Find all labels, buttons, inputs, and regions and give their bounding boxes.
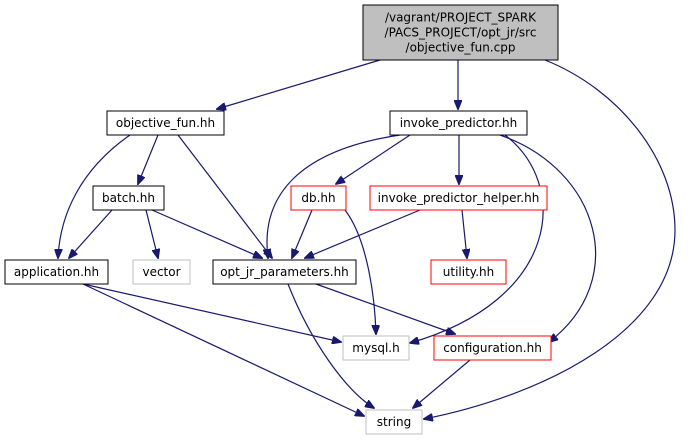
edge-invoke_predictor_helper_hh-to-utility_hh — [461, 209, 467, 258]
node-label-line: application.hh — [14, 265, 99, 279]
node-label-line: /objective_fun.cpp — [406, 41, 516, 55]
node-box — [212, 259, 357, 285]
edge-db_hh-to-mysql_h — [344, 209, 376, 334]
node-box — [4, 259, 109, 285]
edge-application_hh-to-string — [82, 283, 364, 416]
edge-opt_jr_parameters_hh-to-configuration_hh — [315, 283, 455, 334]
node-label-line: batch.hh — [102, 191, 155, 205]
edge-application_hh-to-mysql_h — [82, 283, 341, 342]
nodes-layer: /vagrant/PROJECT_SPARK/PACS_PROJECT/opt_… — [4, 4, 559, 435]
node-label-line: mysql.h — [352, 341, 399, 355]
node-label-line: utility.hh — [443, 265, 494, 279]
node-label-line: db.hh — [301, 191, 335, 205]
node-batch-hh[interactable]: batch.hh — [92, 185, 165, 211]
node-label-line: vector — [142, 265, 180, 279]
edge-invoke_predictor_helper_hh-to-opt_jr_parameters_hh — [305, 209, 421, 258]
edges-layer — [58, 59, 676, 419]
node-box — [430, 259, 507, 285]
node-box — [365, 409, 423, 435]
edge-objective_fun_hh-to-opt_jr_parameters_hh — [177, 134, 272, 258]
edge-invoke_predictor_hh-to-opt_jr_parameters_hh — [267, 134, 401, 258]
edge-invoke_predictor_hh-to-db_hh — [336, 134, 411, 184]
node-label-line: invoke_predictor.hh — [400, 116, 517, 130]
edge-db_hh-to-opt_jr_parameters_hh — [292, 209, 313, 258]
node-box — [389, 110, 528, 136]
edge-objective_fun_hh-to-batch_hh — [138, 134, 159, 184]
node-invoke-predictor-hh[interactable]: invoke_predictor.hh — [389, 110, 528, 136]
node-root[interactable]: /vagrant/PROJECT_SPARK/PACS_PROJECT/opt_… — [362, 4, 559, 61]
edge-root-to-objective_fun_hh — [217, 59, 381, 109]
edge-invoke_predictor_hh-to-mysql_h — [410, 134, 544, 343]
node-string[interactable]: string — [365, 409, 423, 435]
node-label-line: invoke_predictor_helper.hh — [378, 191, 540, 205]
node-label-line: /vagrant/PROJECT_SPARK — [385, 11, 537, 25]
node-opt-jr-parameters-hh[interactable]: opt_jr_parameters.hh — [212, 259, 357, 285]
node-vector[interactable]: vector — [132, 259, 191, 285]
node-configuration-hh[interactable]: configuration.hh — [433, 335, 552, 361]
edge-batch_hh-to-opt_jr_parameters_hh — [151, 209, 262, 258]
edge-invoke_predictor_hh-to-configuration_hh — [499, 134, 597, 342]
edge-batch_hh-to-application_hh — [69, 209, 113, 258]
node-label-line: opt_jr_parameters.hh — [220, 265, 349, 279]
node-label-line: configuration.hh — [443, 341, 542, 355]
node-box — [106, 110, 225, 136]
node-db-hh[interactable]: db.hh — [290, 185, 347, 211]
node-label-line: /PACS_PROJECT/opt_jr/src — [385, 26, 537, 40]
node-utility-hh[interactable]: utility.hh — [430, 259, 507, 285]
node-label-line: string — [377, 415, 411, 429]
edge-opt_jr_parameters_hh-to-string — [287, 283, 374, 408]
node-box — [369, 185, 548, 211]
node-box — [342, 335, 410, 361]
node-invoke-predictor-helper-hh[interactable]: invoke_predictor_helper.hh — [369, 185, 548, 211]
node-box — [92, 185, 165, 211]
edge-root-to-string — [424, 59, 676, 419]
edge-batch_hh-to-vector — [145, 209, 158, 258]
node-box — [132, 259, 191, 285]
node-objective-fun-hh[interactable]: objective_fun.hh — [106, 110, 225, 136]
node-label-line: objective_fun.hh — [116, 116, 215, 130]
edge-objective_fun_hh-to-application_hh — [58, 134, 131, 258]
edge-configuration_hh-to-string — [413, 359, 471, 408]
node-mysql-h[interactable]: mysql.h — [342, 335, 410, 361]
node-box — [362, 4, 559, 61]
node-box — [290, 185, 347, 211]
node-application-hh[interactable]: application.hh — [4, 259, 109, 285]
node-box — [433, 335, 552, 361]
